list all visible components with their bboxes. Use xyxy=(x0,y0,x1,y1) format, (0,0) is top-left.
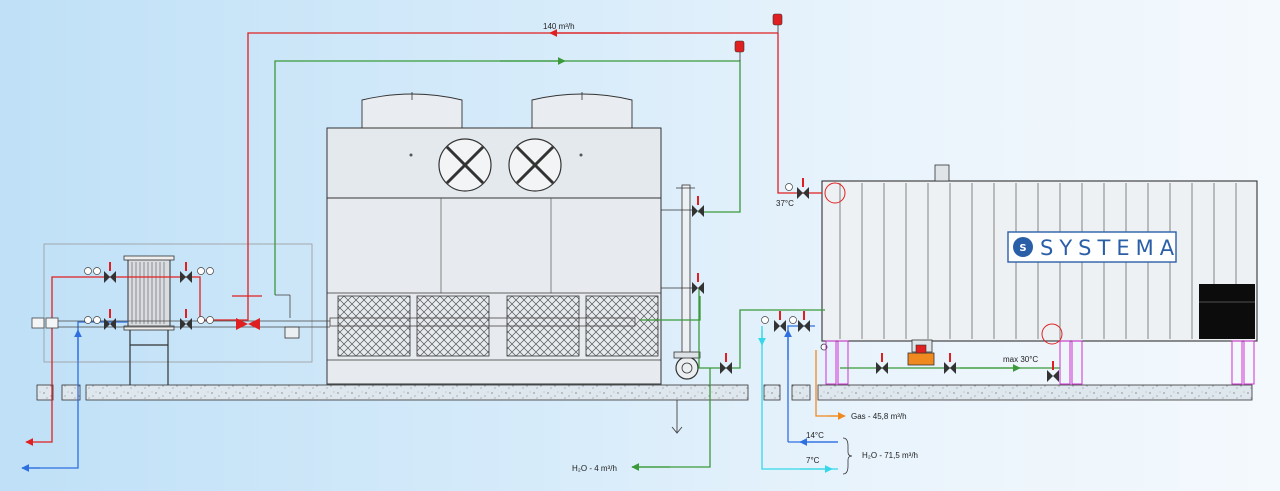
svg-text:S: S xyxy=(1019,243,1026,254)
transmitter-icon xyxy=(734,13,783,61)
inspection-marker xyxy=(824,182,846,204)
fan-icon xyxy=(508,138,562,192)
process-pipe xyxy=(31,294,330,329)
valve-icon xyxy=(104,187,1059,382)
heat-exchanger-skid-frame xyxy=(43,243,313,363)
temp-label-outlet-max: max 30°C xyxy=(1003,355,1038,364)
control-valve-icon xyxy=(907,344,935,366)
fan-icon xyxy=(438,138,492,192)
plate-heat-exchanger xyxy=(123,255,175,385)
cold-supply-line xyxy=(21,321,838,472)
valve-handle xyxy=(109,178,1054,370)
flow-label-water-process: H₂O - 71,5 m³/h xyxy=(862,451,918,460)
drain-icon xyxy=(671,400,683,434)
systema-container xyxy=(820,164,1258,385)
ground-slab xyxy=(36,384,1253,401)
flow-label-water-makeup: H₂O - 4 m³/h xyxy=(572,464,617,473)
cooling-tower xyxy=(326,92,662,385)
temp-label-water-return: 7°C xyxy=(806,456,820,465)
flow-label-hot-return: 140 m³/h xyxy=(543,22,575,31)
temp-label-water-supply: 14°C xyxy=(806,431,824,440)
inspection-marker xyxy=(1041,323,1063,345)
pressure-gauge-icon xyxy=(84,183,797,324)
cold-return-line xyxy=(758,326,838,473)
gas-line xyxy=(815,350,846,420)
temp-label-container-inlet: 37°C xyxy=(776,199,794,208)
tower-riser xyxy=(661,184,695,371)
bracket xyxy=(842,437,853,475)
brand-name: SYSTEMA xyxy=(1040,236,1180,260)
pump-icon xyxy=(673,351,701,380)
systema-logo-icon: S xyxy=(1013,237,1033,257)
flow-label-gas: Gas - 45,8 m³/h xyxy=(851,412,907,421)
